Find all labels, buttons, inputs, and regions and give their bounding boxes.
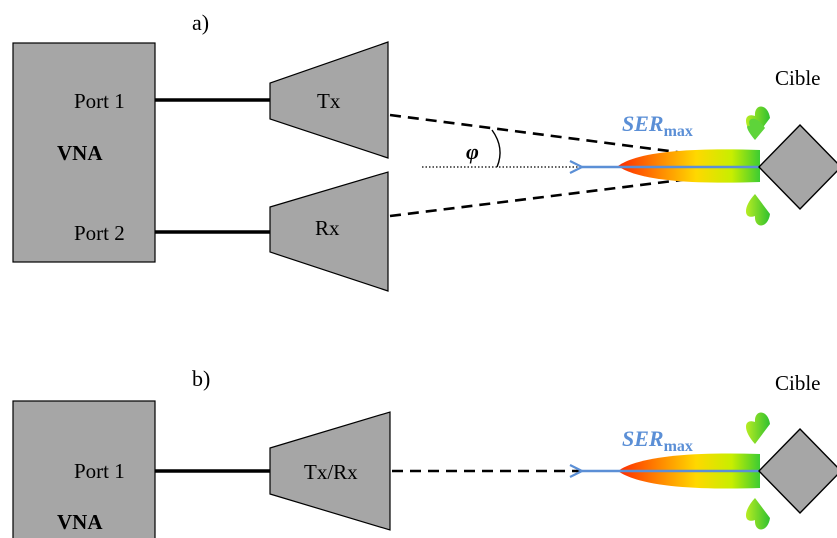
txrx-label: Tx/Rx: [304, 460, 358, 484]
angle-arc: [491, 129, 501, 168]
ser-label-a-sub: max: [664, 123, 693, 140]
ser-label-b-sub: max: [664, 438, 693, 455]
ser-label-b: SERmax: [622, 426, 693, 455]
tx-label: Tx: [317, 89, 341, 113]
panel-b: b) Port 1 VNA Tx/Rx SERmax Cible: [12, 366, 837, 538]
panel-a: a) Port 1 VNA Port 2 Tx Rx φ: [12, 10, 837, 292]
ser-label-a-main: SER: [622, 111, 664, 136]
rx-label: Rx: [315, 216, 340, 240]
target-label-b: Cible: [775, 371, 821, 395]
port1-label-b: Port 1: [74, 459, 125, 483]
panel-a-label: a): [192, 10, 209, 35]
ser-label-b-main: SER: [622, 426, 664, 451]
vna-box-b: [12, 400, 156, 538]
target-a: [758, 123, 837, 211]
angle-label: φ: [466, 139, 479, 164]
ser-label-a: SERmax: [622, 111, 693, 140]
vna-label-b: VNA: [57, 510, 103, 534]
vna-label: VNA: [57, 141, 103, 165]
tx-antenna: [269, 41, 389, 159]
target-b: [758, 427, 837, 515]
panel-b-label: b): [192, 366, 210, 391]
txrx-antenna: [269, 411, 391, 531]
target-label-a: Cible: [775, 66, 821, 90]
vna-box: [12, 42, 156, 263]
rx-antenna: [269, 171, 389, 292]
port1-label: Port 1: [74, 89, 125, 113]
port2-label: Port 2: [74, 221, 125, 245]
